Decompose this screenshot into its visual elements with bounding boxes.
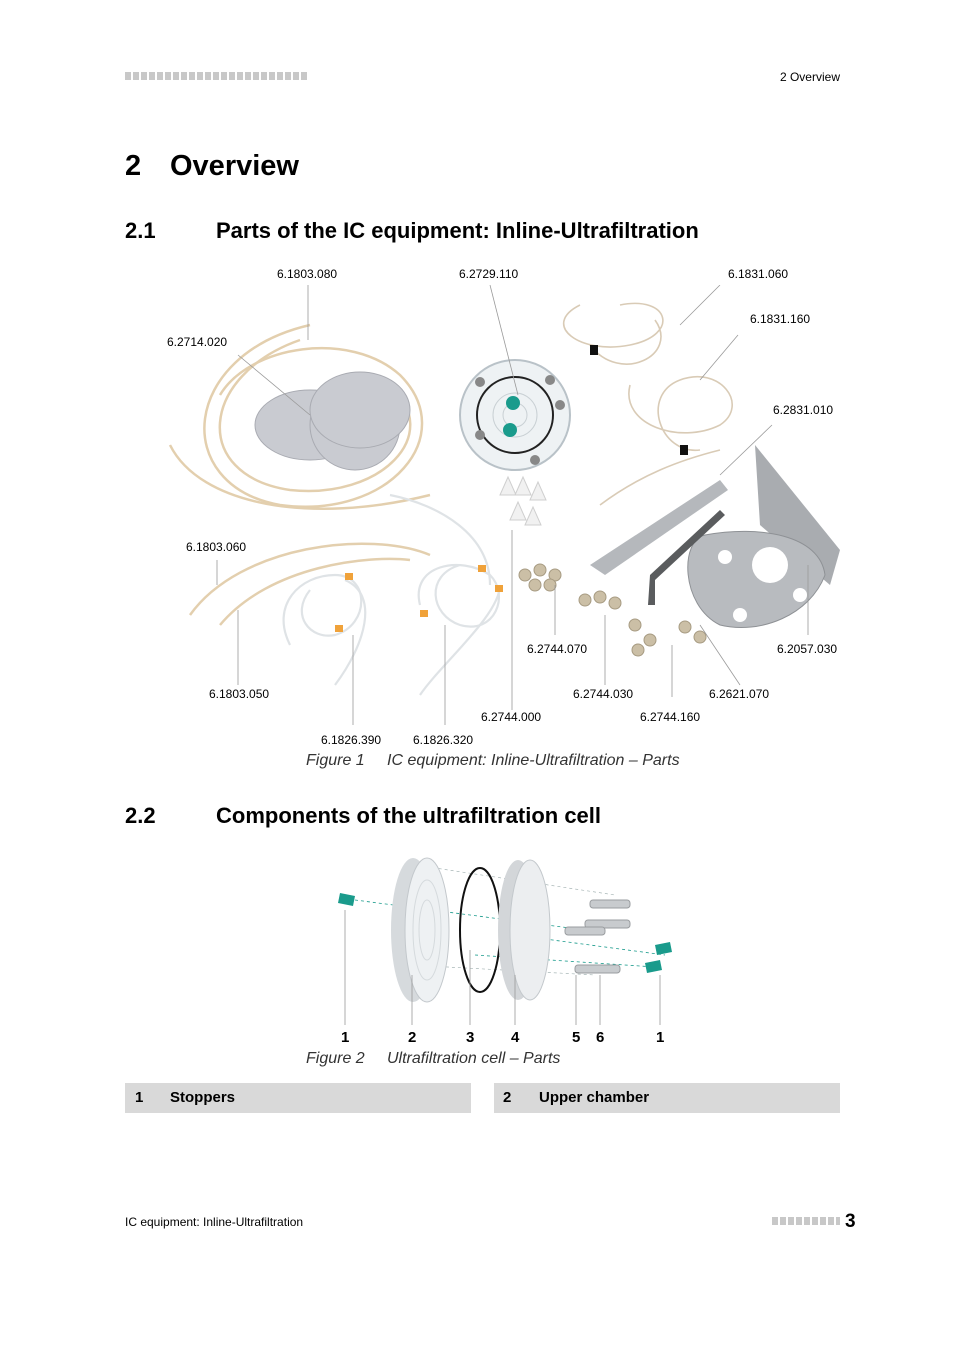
part-label: 6.2729.110 <box>459 267 519 281</box>
part-label: 6.2714.020 <box>167 335 228 349</box>
section-title: Parts of the IC equipment: Inline-Ultraf… <box>216 218 699 243</box>
part-label: 6.1826.320 <box>413 733 474 747</box>
part-label: 6.2744.030 <box>573 687 634 701</box>
legend-item: 2 Upper chamber <box>494 1083 840 1113</box>
callout-number: 5 <box>572 1029 581 1046</box>
part-label: 6.2621.070 <box>709 687 770 701</box>
section-heading-2-2: 2.2 Components of the ultrafiltration cel… <box>125 803 601 829</box>
figure-1-illustration <box>168 285 840 725</box>
legend-number: 1 <box>135 1089 144 1106</box>
part-label: 6.1831.160 <box>750 312 811 326</box>
page-number: 3 <box>845 1211 856 1232</box>
header-decoration <box>125 72 307 80</box>
part-label: 6.1831.060 <box>728 267 789 281</box>
chapter-number: 2 <box>125 150 142 182</box>
section-number: 2.1 <box>125 218 156 243</box>
uf-cell-assembly <box>459 359 571 471</box>
callout-number: 1 <box>656 1029 665 1046</box>
callout-number: 6 <box>596 1029 605 1046</box>
section-title: Components of the ultrafiltration cell <box>216 803 602 828</box>
part-label: 6.1803.080 <box>277 267 338 281</box>
callout-number: 2 <box>408 1029 417 1046</box>
legend-label: Upper chamber <box>539 1089 650 1106</box>
running-header: 2 Overview <box>779 70 840 84</box>
legend-number: 2 <box>503 1089 512 1106</box>
part-label: 6.1826.390 <box>321 733 382 747</box>
footer-decoration <box>772 1217 840 1225</box>
footer-doc-title: IC equipment: Inline-Ultrafiltration <box>125 1215 304 1229</box>
mounting-bracket <box>687 445 840 629</box>
callout-number: 3 <box>466 1029 475 1046</box>
chapter-title: 2 Overview <box>125 150 299 183</box>
legend-label: Stoppers <box>170 1089 236 1106</box>
section-number: 2.2 <box>125 803 156 828</box>
callout-number: 1 <box>341 1029 350 1046</box>
part-label: 6.1803.060 <box>186 540 247 554</box>
part-label: 6.2831.010 <box>773 403 834 417</box>
legend-item: 1 Stoppers <box>125 1083 471 1113</box>
part-label: 6.2057.030 <box>777 642 838 656</box>
figure-2-illustration <box>338 857 672 1025</box>
part-label: 6.1803.050 <box>209 687 270 701</box>
part-label: 6.2744.160 <box>640 710 701 724</box>
callout-number: 4 <box>511 1029 520 1046</box>
section-heading-2-1: 2.1 Parts of the IC equipment: Inline-Ult… <box>125 218 699 244</box>
part-label: 6.2744.000 <box>481 710 542 724</box>
part-label: 6.2744.070 <box>527 642 588 656</box>
chapter-text: Overview <box>170 150 299 182</box>
